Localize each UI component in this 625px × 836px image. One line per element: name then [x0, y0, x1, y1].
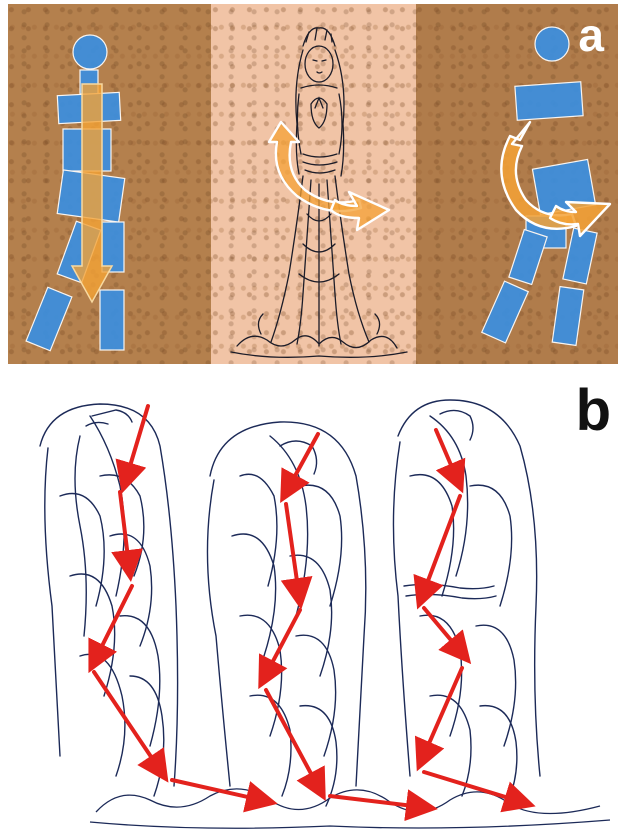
standing-figure-schematic [8, 4, 211, 364]
left-thigh-shape [509, 230, 547, 285]
arrow-f2-2 [286, 504, 300, 602]
right-shin-shape [100, 290, 124, 350]
right-thigh-shape [102, 222, 124, 272]
figure-1-line-art [40, 404, 178, 796]
arrow-f3-3 [424, 608, 466, 658]
head-shape [73, 35, 107, 69]
right-shin-shape [552, 287, 584, 346]
figure-3-line-art [393, 400, 540, 806]
arrow-f2-1 [284, 434, 318, 496]
statue-line-art [231, 28, 407, 358]
arrow-f2-4 [266, 690, 322, 794]
chest-shape [515, 82, 583, 121]
left-shin-shape [482, 281, 529, 343]
arrow-f1-5 [172, 780, 270, 802]
panel-b-label: b [576, 382, 611, 440]
panel-a: a [8, 4, 618, 364]
panel-b-figures-drawing [0, 376, 625, 836]
head-shape [535, 27, 569, 61]
arrow-f1-4 [94, 672, 164, 776]
arrow-f2-5 [330, 796, 430, 808]
arrow-f1-1 [124, 406, 148, 486]
arrow-f3-2 [420, 496, 460, 602]
panel-a-label: a [578, 12, 604, 58]
arrow-f3-1 [436, 430, 460, 486]
drapery-hem-lines [90, 789, 610, 828]
figure-2-line-art [207, 422, 365, 806]
red-motion-arrows [92, 406, 528, 808]
center-statue-drawing [211, 4, 416, 364]
left-shin-shape [26, 287, 72, 351]
twisting-figure-body-parts [482, 27, 597, 345]
standing-figure-body-parts [26, 35, 125, 351]
